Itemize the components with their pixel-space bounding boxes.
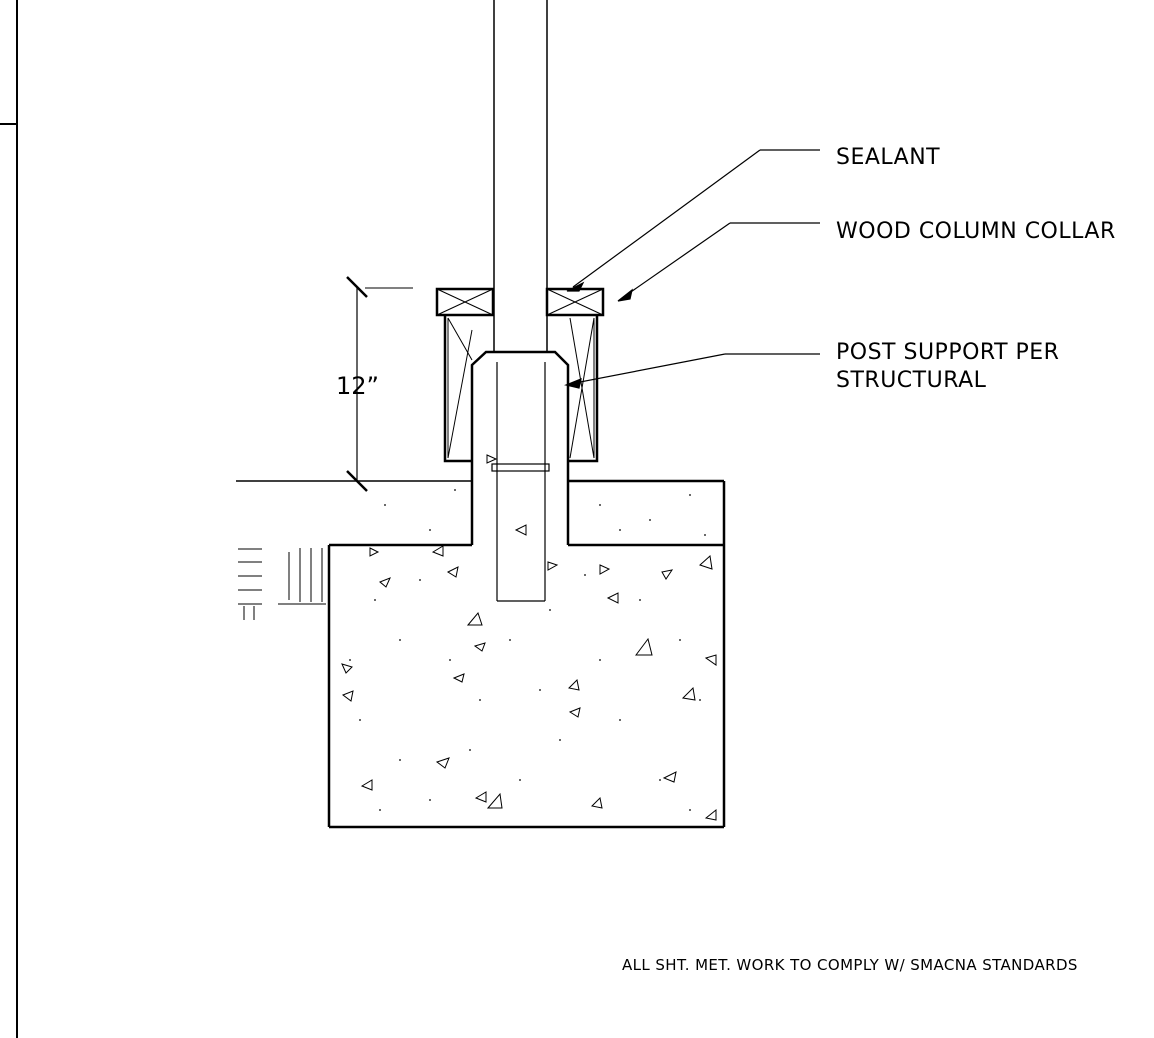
collar-right-side xyxy=(568,315,599,463)
leader-lines xyxy=(563,149,820,389)
callout-post-support-line2: STRUCTURAL xyxy=(836,368,987,393)
earth-hatch xyxy=(238,548,326,620)
collar-left-top xyxy=(435,287,495,317)
callout-sealant: SEALANT xyxy=(836,145,940,170)
collar-left-side xyxy=(443,315,473,463)
dimension-line xyxy=(346,276,413,492)
sheet-border xyxy=(0,0,18,1038)
post-socket xyxy=(470,350,570,481)
callout-post-support-line1: POST SUPPORT PER xyxy=(836,340,1059,365)
concrete-aggregate xyxy=(341,454,717,821)
general-note: ALL SHT. MET. WORK TO COMPLY W/ SMACNA S… xyxy=(622,956,1078,974)
post-support xyxy=(491,362,550,602)
dimension-label: 12” xyxy=(336,372,379,400)
concrete-footing xyxy=(236,479,726,829)
wood-column xyxy=(493,0,548,352)
concrete-stipple xyxy=(349,489,706,811)
collar-right-top xyxy=(545,287,605,317)
callout-wood-column-collar: WOOD COLUMN COLLAR xyxy=(836,219,1116,244)
